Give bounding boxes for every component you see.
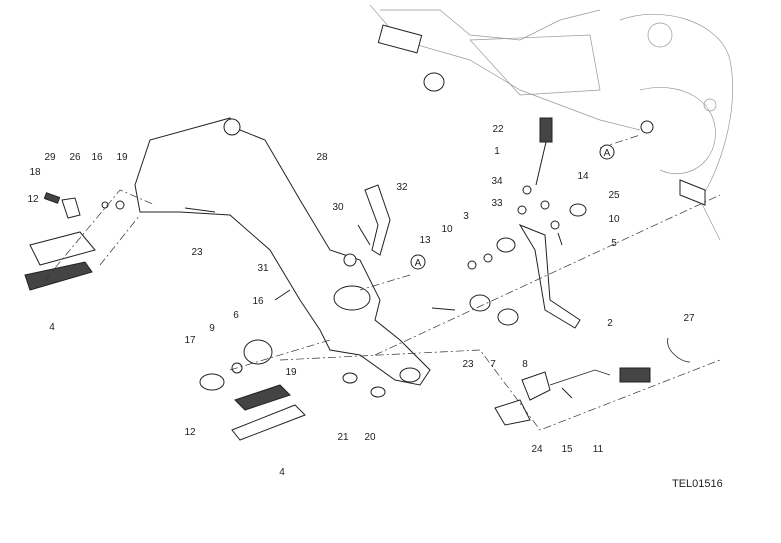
callout: 22 [492, 124, 504, 135]
reference-mark-a-1: A [599, 144, 615, 160]
callout: 23 [191, 247, 203, 258]
callout: 26 [69, 152, 81, 163]
callout: 15 [561, 444, 573, 455]
callout: 6 [233, 310, 239, 321]
callout: 27 [683, 313, 695, 324]
callout: 24 [531, 444, 543, 455]
footpeg-bracket [134, 117, 431, 386]
callout: 13 [419, 235, 431, 246]
callout: 14 [577, 171, 589, 182]
callout: 34 [491, 176, 503, 187]
callout: 10 [441, 224, 453, 235]
callout: 23 [462, 359, 474, 370]
svg-text:A: A [604, 148, 611, 159]
callout: 16 [252, 296, 264, 307]
callout: 9 [209, 323, 215, 334]
callout: 5 [611, 238, 617, 249]
callout: 7 [490, 359, 496, 370]
callout: 19 [285, 367, 297, 378]
callout: 32 [396, 182, 408, 193]
callout: 2 [607, 318, 613, 329]
drawing-code: TEL01516 [672, 478, 723, 490]
gear-lever-assembly [357, 117, 587, 329]
callout: 20 [364, 432, 376, 443]
callout: 4 [49, 322, 55, 333]
callout: 17 [184, 335, 196, 346]
callout: 21 [337, 432, 349, 443]
callout: 18 [29, 167, 41, 178]
footpeg-upper [24, 192, 216, 291]
callout: 25 [608, 190, 620, 201]
callout: 12 [184, 427, 196, 438]
footpeg-lower [199, 289, 386, 441]
callout: 4 [279, 467, 285, 478]
callout: 8 [522, 359, 528, 370]
frame-background [369, 4, 733, 241]
callout: 29 [44, 152, 56, 163]
reference-mark-a-2: A [410, 254, 426, 270]
callouts: 29 26 16 19 18 12 4 28 32 30 23 31 16 6 … [27, 124, 695, 478]
svg-text:A: A [415, 258, 422, 269]
assembly-lines [44, 134, 721, 431]
callout: 31 [257, 263, 269, 274]
sidestand-sensor [494, 337, 691, 426]
callout: 30 [332, 202, 344, 213]
callout: 12 [27, 194, 39, 205]
callout: 1 [494, 146, 500, 157]
callout: 28 [316, 152, 328, 163]
callout: 16 [91, 152, 103, 163]
callout: 10 [608, 214, 620, 225]
callout: 33 [491, 198, 503, 209]
callout: 11 [593, 444, 604, 455]
callout: 3 [463, 211, 469, 222]
callout: 19 [116, 152, 128, 163]
